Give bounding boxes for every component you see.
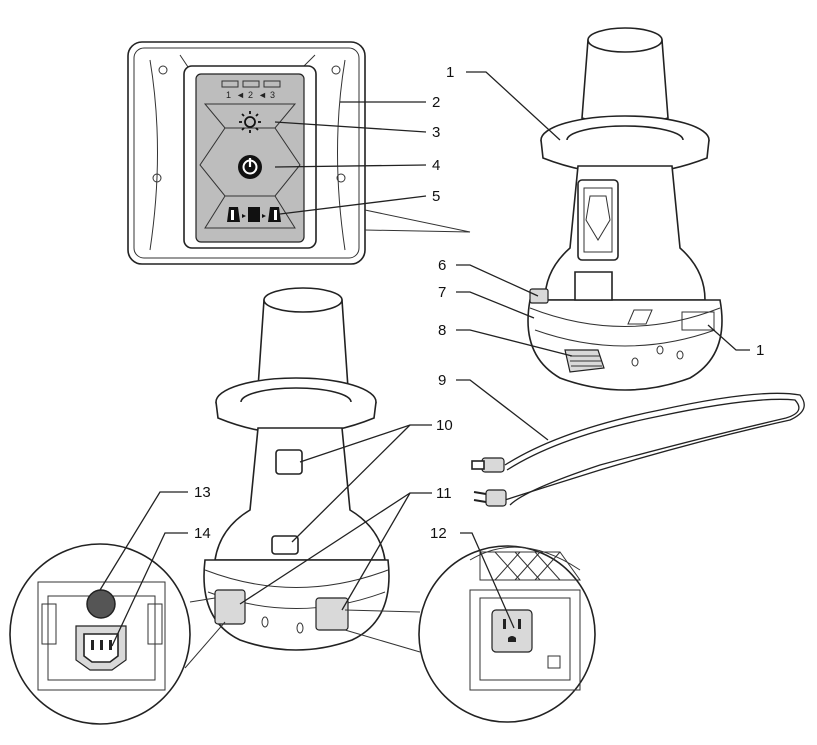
callout-2: 2 [432,94,440,111]
light-unit-front [527,27,723,391]
mount-slot-upper [275,449,303,475]
level-indicator: 1 ◄ 2 ◄ 3 [221,80,281,100]
ac-inlet [75,625,127,671]
sun-icon [239,111,261,133]
callout-13: 13 [194,484,211,501]
callout-7: 7 [438,284,446,301]
plug-male [473,489,507,507]
light-mode-button[interactable] [227,207,281,222]
level-arrow-1: ◄ [236,90,245,100]
level-1-label: 1 [226,90,231,100]
level-2-label: 2 [248,90,253,100]
ac-outlet [491,609,533,653]
level-3-label: 3 [270,90,275,100]
callout-5: 5 [432,188,440,205]
callouts: 1 2 3 4 5 6 7 8 9 1 10 11 12 13 14 [194,64,764,542]
power-button[interactable] [238,155,262,179]
callout-4: 4 [432,157,440,174]
callout-10: 10 [436,417,453,434]
brightness-button[interactable] [239,111,261,133]
callout-14: 14 [194,525,211,542]
callout-1: 1 [446,64,454,81]
mount-slot-lower [271,535,299,555]
outlet-detail [344,545,596,723]
callout-3: 3 [432,124,440,141]
level-arrow-2: ◄ [258,90,267,100]
latch [529,288,549,304]
light-unit-rear [203,287,390,651]
callout-8: 8 [438,322,446,339]
power-cord [471,392,805,507]
callout-12: 12 [430,525,447,542]
callout-11: 11 [436,485,452,502]
power-icon [238,155,262,179]
circuit-breaker [86,589,116,619]
callout-6: 6 [438,257,446,274]
outlet-port [315,597,349,631]
inlet-detail [9,543,226,725]
control-panel-detail: 1 ◄ 2 ◄ 3 [127,41,471,265]
light-mode-icon [227,207,281,222]
inlet-port [214,589,246,625]
leader-lines [99,71,750,647]
plug-female [471,457,505,473]
callout-9: 9 [438,372,446,389]
callout-1b: 1 [756,342,764,359]
